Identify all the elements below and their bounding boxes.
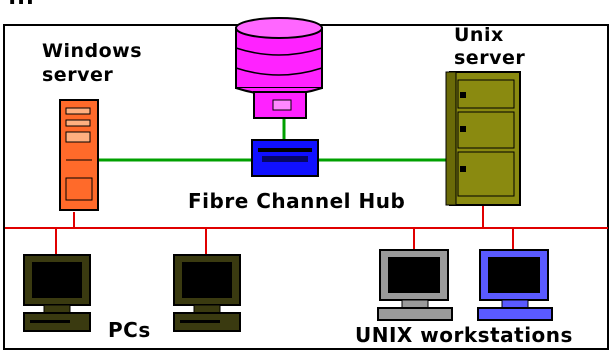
windows-server-label-line2: server [42, 64, 114, 86]
pc-icon [173, 254, 241, 332]
unix-server-label-line2: server [454, 47, 526, 69]
unix-server-label-line1: Unix [454, 24, 504, 46]
pc-icon [23, 254, 91, 332]
unix-workstations-label: UNIX workstations [355, 323, 573, 347]
hub-label: Fibre Channel Hub [188, 189, 406, 213]
unix-server-icon [445, 71, 521, 206]
storage-disk-icon [235, 17, 323, 119]
unix-workstation-icon [377, 249, 453, 321]
unix-workstation-icon [477, 249, 553, 321]
fibre-hub-icon [251, 139, 319, 177]
cropped-title: ... [8, 0, 35, 10]
windows-server-label-line1: Windows [42, 40, 143, 62]
windows-server-icon [59, 99, 99, 211]
pcs-label: PCs [108, 318, 151, 342]
